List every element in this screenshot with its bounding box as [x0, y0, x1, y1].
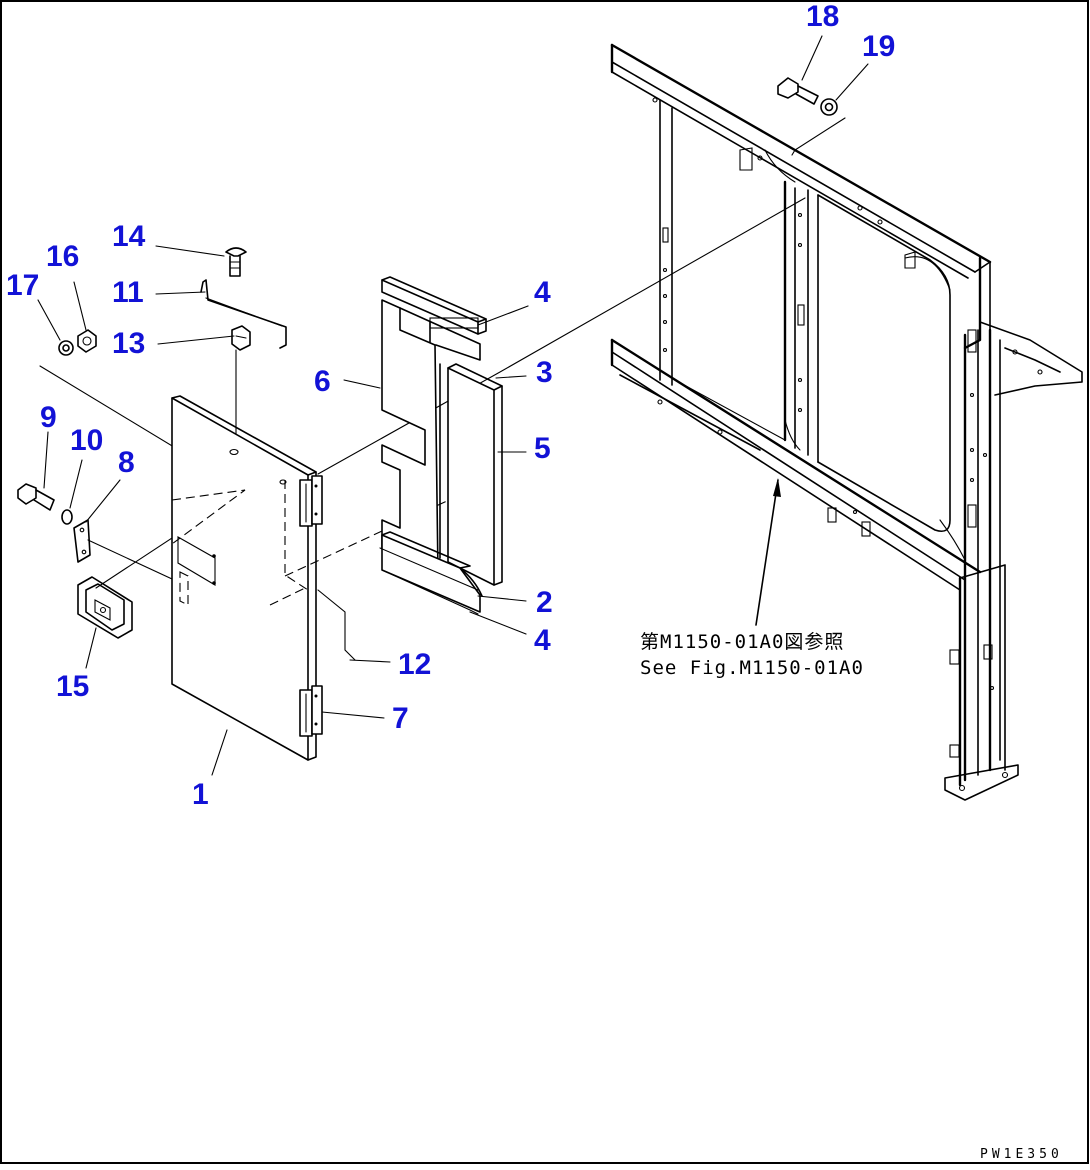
door-panel-1	[171, 395, 317, 761]
washer-17	[58, 340, 74, 356]
seal-2	[381, 531, 483, 613]
callout-1: 1	[192, 778, 209, 811]
leader-8	[87, 539, 186, 586]
seal-4-lower	[381, 569, 479, 615]
seal-2-edge	[379, 547, 479, 591]
clip-13	[231, 325, 251, 351]
callout-18: 18	[806, 0, 839, 33]
hinge-7-lower	[299, 685, 323, 737]
washer-10	[61, 509, 73, 525]
bolt-9	[17, 483, 55, 511]
bolt-14	[225, 247, 247, 277]
plate-8	[73, 519, 91, 563]
callout-17: 17	[6, 269, 39, 302]
reference-note-japanese: 第M1150-01A0図参照	[640, 631, 844, 653]
seal-6	[381, 299, 481, 576]
callout-2: 2	[536, 586, 553, 619]
callout-14: 14	[112, 220, 146, 253]
catch-15	[77, 576, 133, 639]
callout-4-upper: 4	[534, 276, 551, 309]
frame-assembly	[610, 43, 1083, 801]
rod-11	[200, 279, 287, 349]
callout-19: 19	[862, 30, 895, 63]
nut-16	[77, 329, 97, 353]
seal-5	[439, 363, 503, 586]
callout-7: 7	[392, 702, 409, 735]
rod-11-edge	[205, 297, 283, 327]
hinge-7-upper	[299, 475, 323, 527]
drawing-code: PW1E350	[980, 1147, 1063, 1162]
bolt-18	[777, 77, 819, 105]
callout-6: 6	[314, 365, 331, 398]
callout-11: 11	[112, 276, 144, 309]
callout-12: 12	[398, 648, 431, 681]
callout-4-lower: 4	[534, 624, 551, 657]
leader-18-19	[791, 117, 846, 156]
reference-note-english: See Fig.M1150-01A0	[640, 657, 864, 679]
callout-5: 5	[534, 432, 551, 465]
callout-9: 9	[40, 401, 57, 434]
callout-13: 13	[112, 327, 145, 360]
callout-labels: 1 2 3 4 4 5 6 7 8 9 10 11 12 13 14 15 16…	[6, 0, 895, 811]
washer-19	[820, 98, 838, 116]
seal-4-upper	[381, 276, 487, 335]
callout-16: 16	[46, 240, 79, 273]
leader-door-frame	[317, 197, 806, 475]
callout-leaders	[37, 35, 869, 776]
callout-15: 15	[56, 670, 89, 703]
callout-8: 8	[118, 446, 135, 479]
callout-3: 3	[536, 356, 553, 389]
leader-12	[317, 589, 356, 661]
callout-10: 10	[70, 424, 103, 457]
